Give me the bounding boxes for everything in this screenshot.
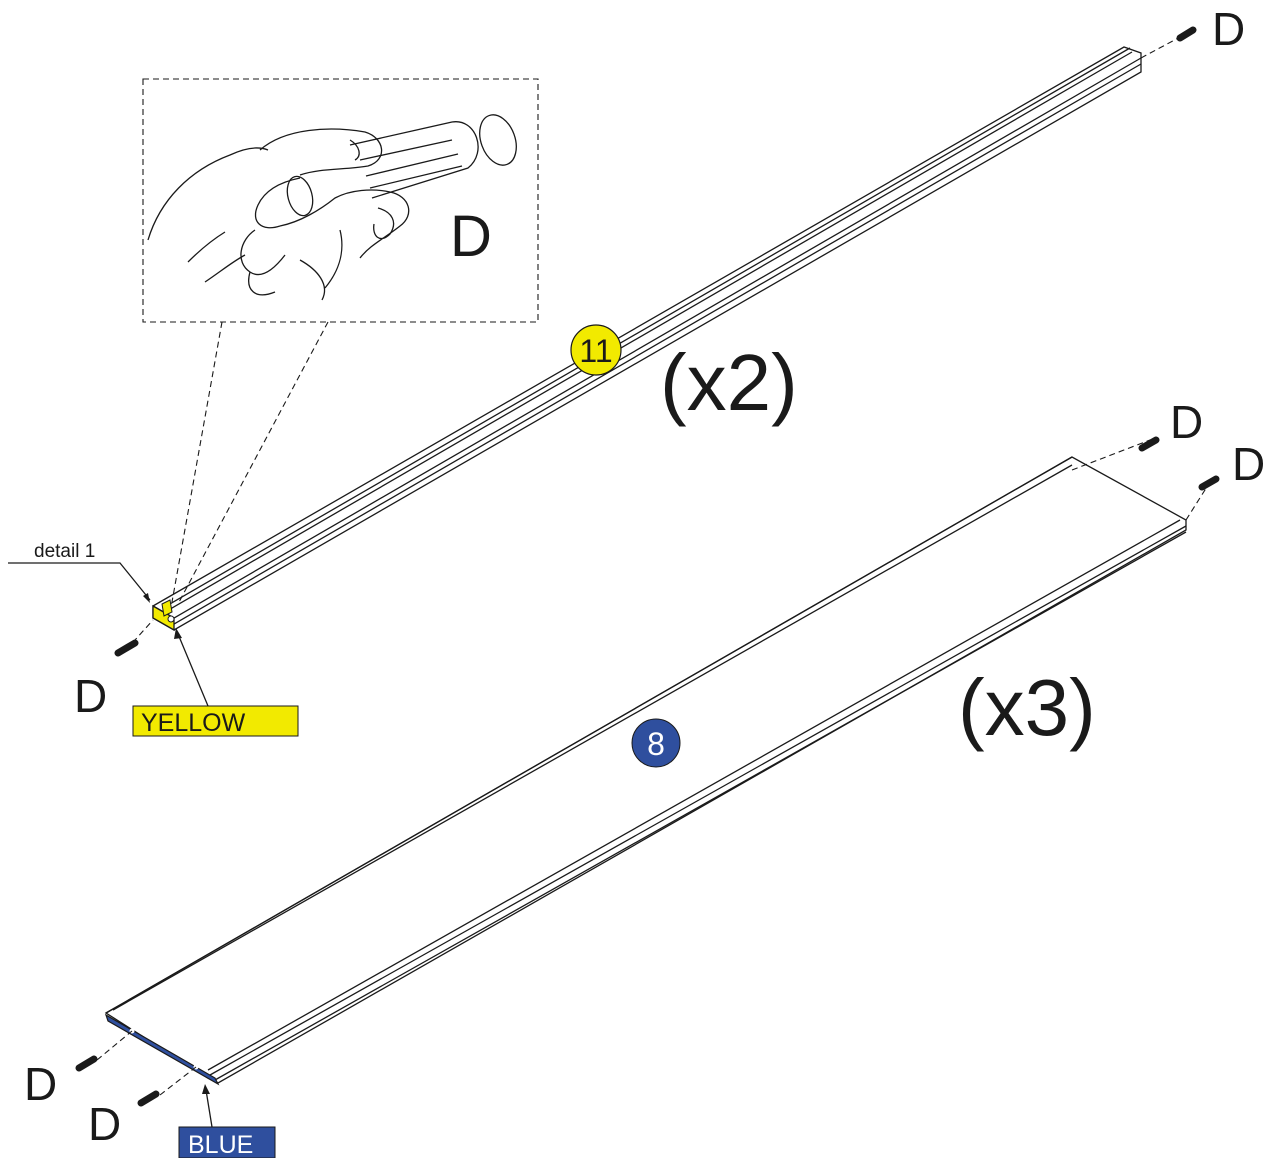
rail-part: 11 (x2) [152,46,1142,632]
dowel-label: D [88,1098,121,1150]
yellow-tag: YELLOW [132,628,299,737]
dowel-pin-icon [1176,26,1197,42]
dowel-label: D [1170,396,1203,448]
blue-tag: BLUE [178,1084,276,1158]
blue-end-edge [104,1013,220,1086]
part-11-number: 11 [579,333,612,369]
dowel-label: D [1232,438,1265,490]
part-8-number: 8 [647,726,665,762]
yellow-tag-label: YELLOW [141,709,246,737]
detail-inset: D [142,78,539,605]
detail-label: detail 1 [34,541,95,562]
panel-part: 8 (x3) [104,456,1187,1086]
dowel-pin-icon [114,639,139,657]
dowel-label: D [74,670,107,722]
part-11-badge [570,324,622,376]
dowel-label: D [24,1058,57,1110]
part-8-badge [631,718,681,768]
dowel-pin-icon [75,1055,98,1072]
dowel-pin-icon [137,1090,160,1107]
detail-dowel-letter: D [450,204,492,269]
rail-quantity: (x2) [660,338,798,427]
blue-tag-label: BLUE [188,1131,253,1158]
detail-1-callout: detail 1 [8,541,151,603]
dowel-pin-icon [1138,436,1160,452]
hand-inserting-dowel-icon [147,114,517,301]
dowel-label: D [1212,3,1245,55]
panel-quantity: (x3) [958,663,1096,752]
dowel-pin-icon [1198,475,1220,491]
